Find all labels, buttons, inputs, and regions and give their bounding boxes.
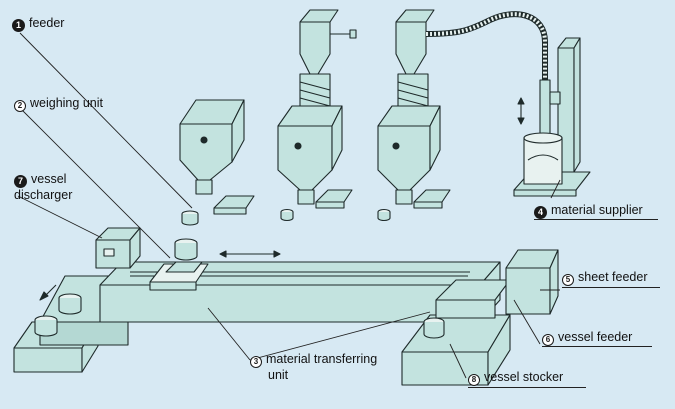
label-vessel-feeder-number: 6 [542,334,554,346]
label-material-transferring-unit-number: 3 [250,356,262,368]
label-material-supplier: 4 material supplier [534,203,643,219]
label-sheet-feeder-text: sheet feeder [578,270,648,284]
feeder-hopper-3 [377,9,548,209]
material-supplier-machine [513,37,591,197]
rail-system [13,208,559,386]
sheet-feeder-underline [562,287,660,288]
label-vessel-discharger: 7 vessel discharger [14,172,72,202]
label-feeder: 1 feeder [12,16,64,32]
label-sheet-feeder: 5 sheet feeder [562,270,648,286]
feeder-hopper-1 [179,99,255,215]
label-vessel-discharger-line2: discharger [14,188,73,202]
label-material-transferring-unit-line1: material transferring [266,352,378,366]
label-weighing-unit: 2 weighing unit [14,96,103,112]
label-vessel-stocker: 8 vessel stocker [468,370,563,386]
vessel-stocker-underline [468,387,586,388]
material-supplier-underline [534,219,658,220]
label-weighing-unit-number: 2 [14,100,26,112]
label-vessel-stocker-text: vessel stocker [484,370,564,384]
label-material-transferring-unit-line2: unit [268,368,289,382]
label-vessel-feeder: 6 vessel feeder [542,330,632,346]
feeder-hopper-2 [277,9,357,209]
label-feeder-number: 1 [12,19,25,32]
label-weighing-unit-text: weighing unit [30,96,103,110]
label-feeder-text: feeder [29,16,65,30]
label-vessel-stocker-number: 8 [468,374,480,386]
vessel-feeder-underline [542,346,652,347]
label-material-supplier-number: 4 [534,206,547,219]
label-material-transferring-unit: 3 material transferring unit [250,352,377,382]
label-vessel-discharger-number: 7 [14,175,27,188]
label-vessel-discharger-line1: vessel [31,172,67,186]
leader-lines [17,32,561,379]
label-vessel-feeder-text: vessel feeder [558,330,633,344]
label-material-supplier-text: material supplier [551,203,643,217]
label-sheet-feeder-number: 5 [562,274,574,286]
motion-arrows [39,250,281,301]
